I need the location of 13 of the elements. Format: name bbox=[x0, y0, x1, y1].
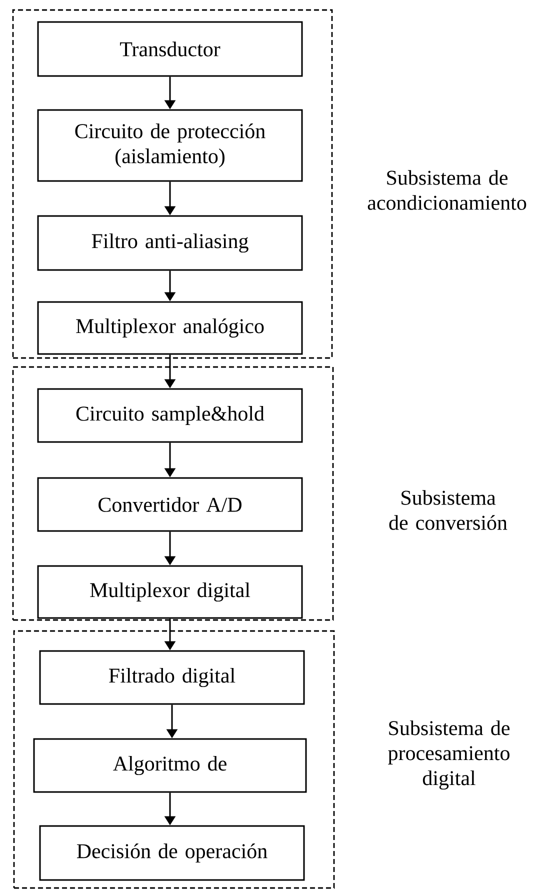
process-box: Filtro anti-aliasing bbox=[37, 215, 303, 271]
process-box: Algoritmo de bbox=[33, 738, 307, 793]
process-box: Circuito de protección (aislamiento) bbox=[37, 109, 303, 182]
process-box: Decisión de operación bbox=[39, 825, 305, 881]
process-box: Circuito sample&hold bbox=[37, 388, 303, 443]
group-label: Subsistema de procesamiento digital bbox=[388, 720, 510, 790]
process-box: Filtrado digital bbox=[39, 650, 305, 705]
group-label: Subsistema de acondicionamiento bbox=[368, 170, 526, 210]
process-box: Convertidor A/D bbox=[37, 477, 303, 532]
process-box: Multiplexor digital bbox=[37, 565, 303, 619]
group-label: Subsistema de conversión bbox=[389, 490, 508, 530]
process-box: Transductor bbox=[37, 21, 303, 77]
process-box: Multiplexor analógico bbox=[37, 301, 303, 355]
